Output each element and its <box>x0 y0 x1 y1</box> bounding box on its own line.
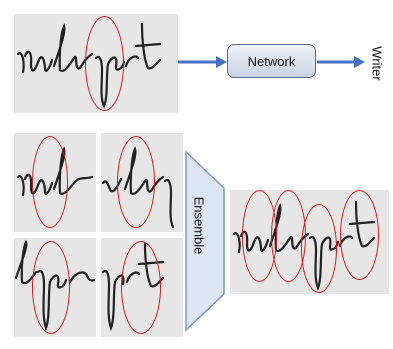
region-ellipse <box>340 190 379 280</box>
ensemble-word-image <box>230 190 389 294</box>
network-label: Network <box>247 53 296 69</box>
region-ellipse <box>32 241 70 334</box>
top-arrows <box>178 56 365 68</box>
ensemble-label: Ensemble <box>191 196 207 254</box>
region-ellipse <box>32 136 68 228</box>
region-ellipse <box>121 241 161 334</box>
ensemble-arrow <box>185 150 225 332</box>
arrow-head-to-writer <box>354 56 365 68</box>
writer-output: Writer <box>362 38 392 88</box>
arrow-head-to-network <box>216 56 227 68</box>
network-box: Network <box>227 44 316 78</box>
region-ellipse <box>85 16 124 111</box>
patch-bottom-right <box>101 238 183 337</box>
patch-top-right <box>101 133 183 232</box>
region-ellipse <box>301 204 337 293</box>
patch-top-left <box>14 133 96 232</box>
patch-bottom-left <box>14 238 96 337</box>
input-word-image <box>14 14 178 113</box>
ensemble-label-wrap: Ensemble <box>186 180 212 270</box>
ensemble-arrow-shape <box>185 150 225 332</box>
region-ellipse <box>117 136 155 228</box>
writer-label: Writer <box>369 45 385 81</box>
